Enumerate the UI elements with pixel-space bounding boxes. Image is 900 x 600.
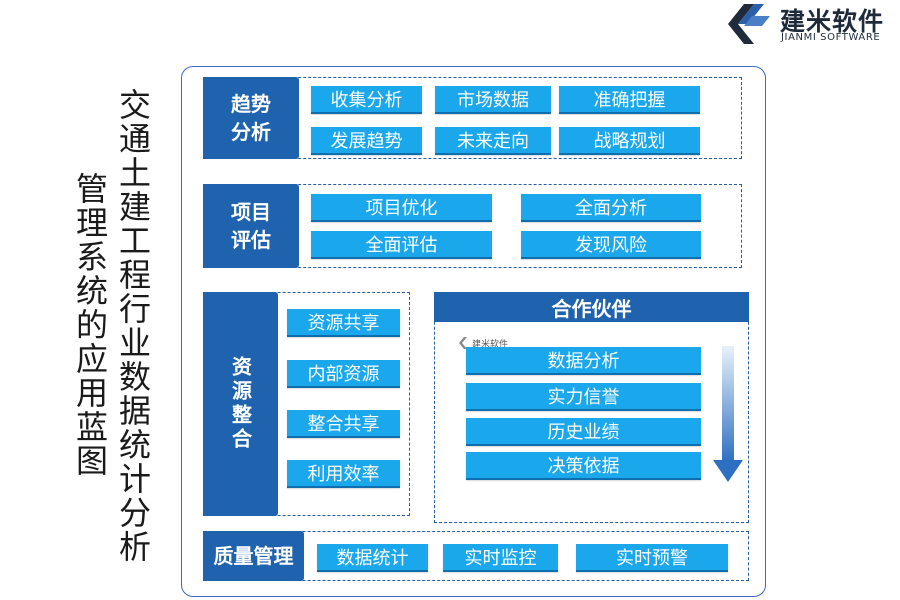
quality-item: 实时监控 [443,544,558,572]
trend-label: 趋势分析 [203,77,299,159]
jianmi-logo-icon [728,4,770,44]
project-item: 发现风险 [521,231,701,259]
resource-label: 资源整合 [203,292,278,516]
mini-logo-icon [459,337,467,349]
logo-subtitle: JIANMI SOFTWARE [781,32,881,43]
down-arrow-icon [713,346,743,482]
blueprint-frame [181,66,766,597]
project-item: 项目优化 [311,194,492,222]
trend-item: 收集分析 [311,86,422,114]
trend-item: 发展趋势 [311,127,422,155]
resource-item: 内部资源 [287,360,400,388]
resource-item: 利用效率 [287,460,400,488]
resource-item: 整合共享 [287,410,400,438]
trend-item: 战略规划 [559,127,700,155]
quality-item: 数据统计 [317,544,428,572]
quality-label: 质量管理 [203,531,304,581]
partner-item: 决策依据 [466,452,701,480]
project-label: 项目评估 [203,184,299,268]
quality-item: 实时预警 [576,544,728,572]
project-item: 全面分析 [521,194,701,222]
partner-item: 历史业绩 [466,418,701,446]
partner-item: 实力信誉 [466,383,701,411]
trend-item: 市场数据 [435,86,551,114]
trend-item: 未来走向 [435,127,551,155]
logo-title: 建米软件 [780,7,885,36]
partner-item: 数据分析 [466,347,701,375]
title-line-1: 交通土建工程行业数据统计分析 [114,88,152,564]
project-item: 全面评估 [311,231,492,259]
partner-header: 合作伙伴 [434,292,749,322]
partner-watermark: 建米软件 [458,336,508,350]
resource-item: 资源共享 [287,309,400,337]
trend-item: 准确把握 [559,86,700,114]
title-line-2: 管理系统的应用蓝图 [71,172,109,478]
